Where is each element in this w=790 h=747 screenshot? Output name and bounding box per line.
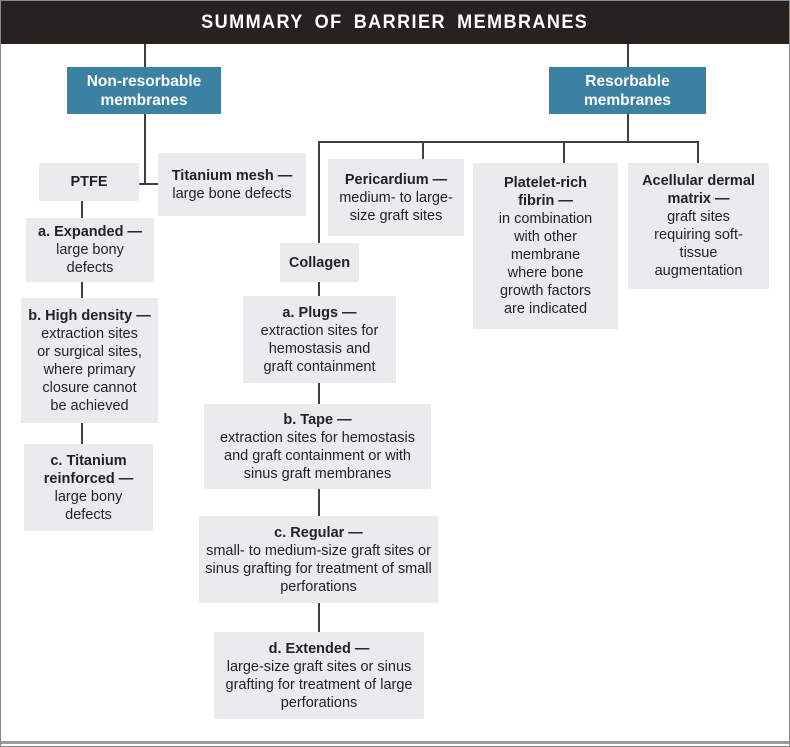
connector-collagen-plugs	[318, 282, 320, 296]
node-description: in combination with other membrane where…	[498, 211, 593, 317]
node-heading: Pericardium —	[344, 171, 448, 188]
diagram-title: SUMMARY OF BARRIER MEMBRANES	[201, 11, 589, 33]
connector-resorbable-down	[627, 114, 629, 141]
connector-expanded-highdensity	[81, 282, 83, 298]
connector-title-to-resorbable	[627, 44, 629, 67]
node-titanium-mesh: Titanium mesh — large bone defects	[158, 153, 306, 216]
node-heading: a. Expanded —	[38, 224, 142, 240]
connector-branch-to-plateletrichfibrin	[563, 141, 565, 163]
connector-branch-to-collagen	[318, 141, 320, 243]
node-label: Non-resorbable membranes	[86, 72, 202, 109]
node-heading: c. Regular —	[274, 524, 363, 541]
node-heading: Acellular dermal matrix —	[642, 173, 755, 207]
node-heading: d. Extended —	[268, 640, 370, 657]
figure-bottom-rule	[1, 741, 789, 744]
connector-title-to-nonresorbable	[144, 44, 146, 67]
connector-plugs-tape	[318, 383, 320, 404]
node-description: large bony defects	[54, 488, 123, 523]
node-ptfe: PTFE	[39, 163, 139, 201]
node-acellular-dermal-matrix: Acellular dermal matrix — graft sites re…	[628, 163, 769, 289]
node-collagen: Collagen	[280, 243, 359, 282]
node-heading: Collagen	[288, 254, 351, 271]
connector-ptfe-expanded	[81, 201, 83, 218]
node-regular: c. Regular — small- to medium-size graft…	[199, 516, 438, 603]
connector-regular-extended	[318, 603, 320, 632]
node-platelet-rich-fibrin: Platelet-rich fibrin — in combination wi…	[473, 163, 618, 329]
diagram-title-bar: SUMMARY OF BARRIER MEMBRANES	[1, 1, 789, 44]
node-pericardium: Pericardium — medium- to large-size graf…	[328, 159, 464, 236]
node-high-density: b. High density — extraction sites or su…	[21, 298, 158, 423]
connector-branch-to-acellular	[697, 141, 699, 163]
node-plugs: a. Plugs — extraction sites for hemostas…	[243, 296, 396, 383]
node-heading: Platelet-rich fibrin —	[504, 175, 587, 209]
node-description: extraction sites for hemostasis and graf…	[219, 429, 416, 482]
node-description: large bony defects	[56, 242, 124, 276]
node-description: large bone defects	[172, 185, 292, 202]
node-description: small- to medium-size graft sites or sin…	[205, 542, 432, 595]
connector-highdensity-titaniumreinforced	[81, 423, 83, 444]
node-heading: b. High density —	[28, 307, 151, 324]
node-tape: b. Tape — extraction sites for hemostasi…	[204, 404, 431, 489]
connector-nonresorbable-down	[144, 114, 146, 183]
node-heading: a. Plugs —	[282, 304, 357, 321]
connector-ptfe-titaniummesh	[139, 183, 158, 185]
node-heading: PTFE	[70, 174, 108, 190]
node-heading: b. Tape —	[283, 411, 352, 428]
connector-resorbable-branch-bar	[318, 141, 699, 143]
node-label: Resorbable membranes	[583, 72, 671, 109]
node-non-resorbable-membranes: Non-resorbable membranes	[67, 67, 221, 114]
node-expanded: a. Expanded — large bony defects	[26, 218, 154, 282]
node-description: extraction sites for hemostasis and graf…	[260, 322, 379, 375]
node-resorbable-membranes: Resorbable membranes	[549, 67, 706, 114]
node-extended: d. Extended — large-size graft sites or …	[214, 632, 424, 719]
node-description: large-size graft sites or sinus grafting…	[225, 658, 413, 711]
node-description: medium- to large-size graft sites	[339, 189, 453, 224]
node-heading: Titanium mesh —	[171, 167, 293, 184]
node-heading: c. Titanium reinforced —	[43, 452, 134, 487]
connector-tape-regular	[318, 489, 320, 516]
node-description: graft sites requiring soft-tissue augmen…	[654, 209, 743, 279]
connector-branch-to-pericardium	[422, 141, 424, 159]
node-titanium-reinforced: c. Titanium reinforced — large bony defe…	[24, 444, 153, 531]
node-description: extraction sites or surgical sites, wher…	[37, 325, 142, 414]
